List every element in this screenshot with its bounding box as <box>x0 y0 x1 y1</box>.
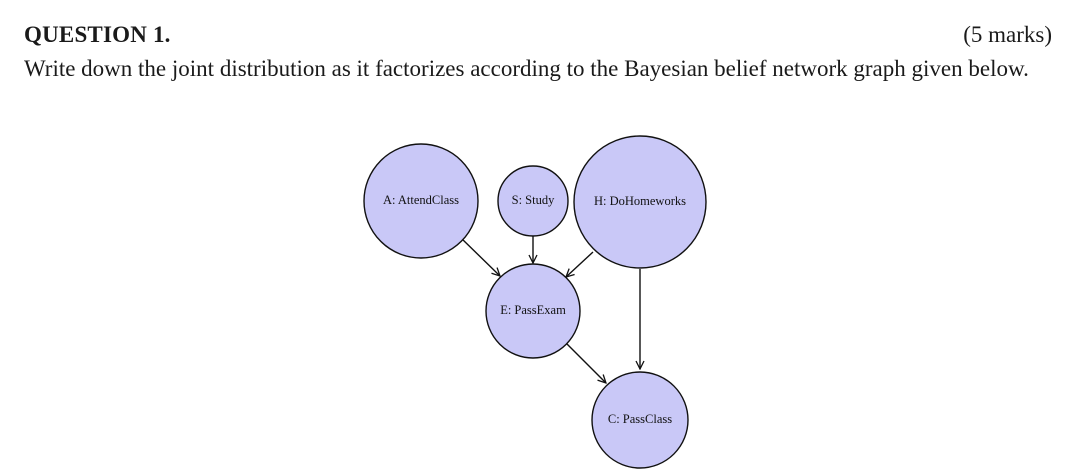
node-pass-exam: E: PassExam <box>485 263 581 359</box>
edge-e-to-c <box>564 341 606 383</box>
node-pass-exam-label: E: PassExam <box>500 303 566 317</box>
node-pass-class-label: C: PassClass <box>608 412 672 426</box>
question-marks: (5 marks) <box>963 22 1052 47</box>
nodes-layer: A: AttendClass S: Study H: DoHomeworks E… <box>363 135 707 469</box>
node-attend-class: A: AttendClass <box>363 143 479 259</box>
node-pass-class: C: PassClass <box>591 371 689 469</box>
question-title: QUESTION 1. <box>24 22 171 47</box>
question-body: Write down the joint distribution as it … <box>24 56 1029 81</box>
node-do-homeworks-label: H: DoHomeworks <box>594 194 686 208</box>
question-header: QUESTION 1. (5 marks) <box>24 22 1052 52</box>
edge-a-to-e <box>459 236 500 276</box>
node-study: S: Study <box>497 165 569 237</box>
edge-h-to-e <box>566 251 594 277</box>
node-attend-class-label: A: AttendClass <box>383 193 459 207</box>
node-do-homeworks: H: DoHomeworks <box>573 135 707 269</box>
edges-layer <box>459 236 640 383</box>
node-study-label: S: Study <box>512 193 555 207</box>
